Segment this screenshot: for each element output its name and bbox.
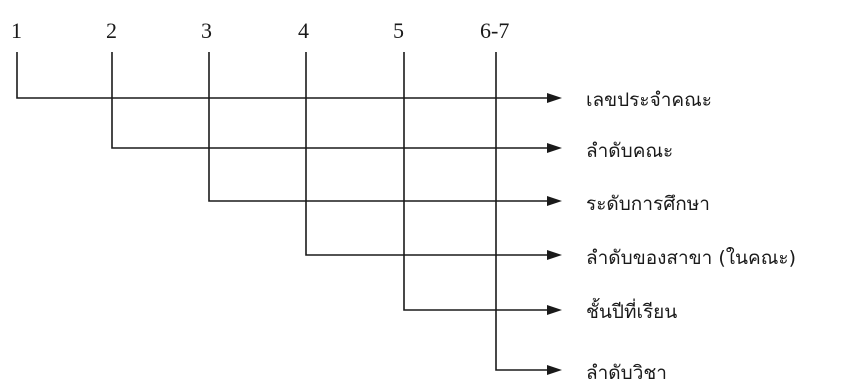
digit-label-4: 4 [298,18,309,43]
digit-label-6-7: 6-7 [480,18,509,43]
digit-label-2: 2 [106,18,117,43]
branch-2: 2 ลำดับคณะ [106,18,673,162]
connector-line-6-7 [495,52,547,371]
digit-label-1: 1 [11,18,22,43]
field-label-2: ลำดับคณะ [586,140,673,162]
connector-line-3 [208,52,547,202]
arrowhead-1 [547,93,562,103]
connector-line-4 [305,52,547,256]
arrowhead-5 [547,305,562,315]
branch-6-7: 6-7 ลำดับวิชา [480,18,667,384]
connector-line-2 [111,52,547,149]
arrowhead-4 [547,250,562,260]
connector-line-1 [16,52,547,99]
arrowhead-6-7 [547,365,562,375]
field-label-4: ลำดับของสาขา (ในคณะ) [586,247,796,269]
field-label-3: ระดับการศึกษา [586,193,710,215]
arrowhead-2 [547,143,562,153]
branch-4: 4 ลำดับของสาขา (ในคณะ) [298,18,796,269]
branch-3: 3 ระดับการศึกษา [201,18,710,215]
connector-line-5 [403,52,547,311]
branch-1: 1 เลขประจำคณะ [11,18,712,111]
digit-label-5: 5 [393,18,404,43]
field-label-5: ชั้นปีที่เรียน [586,298,677,323]
arrowhead-3 [547,196,562,206]
branch-5: 5 ชั้นปีที่เรียน [393,18,677,323]
field-label-6-7: ลำดับวิชา [586,362,667,384]
digit-label-3: 3 [201,18,212,43]
field-label-1: เลขประจำคณะ [586,89,712,111]
